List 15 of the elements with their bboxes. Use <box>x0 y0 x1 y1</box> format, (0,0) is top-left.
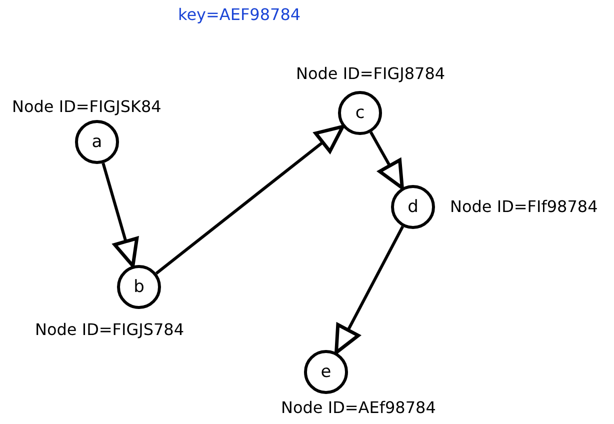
node-id-label: Node ID=FIGJS784 <box>35 320 184 339</box>
node-id-label: Node ID=FIGJ8784 <box>296 64 446 83</box>
node-id-label: Node ID=FIGJSK84 <box>12 97 162 116</box>
arrow <box>102 162 139 268</box>
arrow <box>334 226 404 354</box>
arrow <box>155 124 344 275</box>
node-circle: d <box>391 185 435 229</box>
arrow <box>370 131 404 190</box>
node-circle: b <box>117 265 161 309</box>
node-circle: c <box>338 91 382 135</box>
node-id-label: Node ID=AEf98784 <box>281 398 436 417</box>
node-circle: e <box>304 350 348 394</box>
node-circle: a <box>75 120 119 164</box>
node-id-label: Node ID=FIf98784 <box>450 197 598 216</box>
key-heading: key=AEF98784 <box>178 5 301 24</box>
